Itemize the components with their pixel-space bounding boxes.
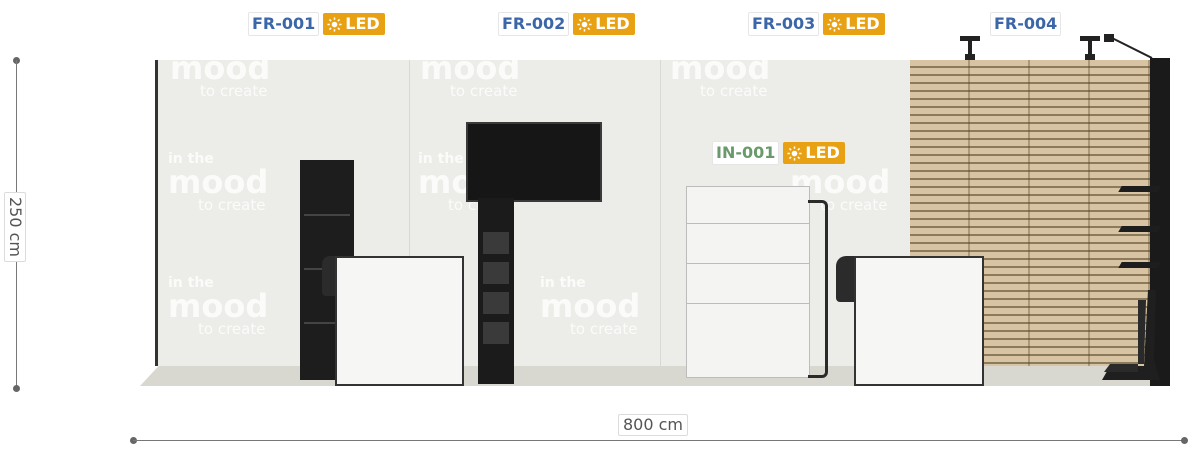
wall-left-edge: [155, 60, 158, 366]
watermark: mood to create: [420, 52, 520, 99]
watermark-to-create: to create: [198, 320, 266, 338]
counter-left: [335, 256, 464, 386]
led-badge: LED: [823, 13, 885, 35]
panel-seam: [409, 60, 410, 366]
code-fr-003: FR-003: [748, 12, 820, 36]
watermark-to-create: to create: [820, 196, 888, 214]
sun-icon: [327, 16, 342, 32]
led-badge: LED: [573, 13, 635, 35]
counter-right: [854, 256, 984, 386]
watermark: mood to create: [170, 52, 270, 99]
watermark-in-the: in the: [168, 275, 214, 291]
width-dimension-line: [133, 440, 1184, 441]
watermark-in-the: in the: [168, 151, 214, 167]
width-label: 800 cm: [618, 414, 689, 436]
panel-seam: [660, 60, 661, 366]
dimension-endpoint: [1181, 437, 1188, 444]
led-badge: LED: [783, 142, 845, 164]
tv-screen: [466, 122, 602, 202]
wall-shelf: [1118, 226, 1162, 232]
watermark-mood: mood: [540, 287, 641, 325]
watermark-mood: mood: [168, 163, 269, 201]
led-text: LED: [595, 14, 630, 33]
brochure-stand: [478, 198, 514, 384]
bar-stool: [836, 256, 856, 302]
dimension-endpoint: [13, 385, 20, 392]
spotlight-icon: [1080, 36, 1100, 60]
watermark-to-create: to create: [570, 320, 638, 338]
label-fr-004: FR-004: [990, 12, 1062, 36]
sun-icon: [827, 16, 842, 32]
watermark-mood: mood: [670, 49, 771, 87]
shelf-cabinet-divider: [304, 322, 350, 324]
code-fr-004: FR-004: [990, 12, 1062, 36]
watermark: in the mood to create: [168, 152, 268, 213]
label-fr-002: FR-002 LED: [498, 12, 635, 36]
watermark-mood: mood: [170, 49, 271, 87]
code-fr-002: FR-002: [498, 12, 570, 36]
wall-shelf: [1118, 262, 1162, 268]
watermark-to-create: to create: [198, 196, 266, 214]
sun-icon: [577, 16, 592, 32]
watermark: in the mood to create: [168, 276, 268, 337]
wood-slat-wall: [910, 60, 1150, 366]
pipe-shelf: [808, 200, 828, 378]
led-text: LED: [345, 14, 380, 33]
code-in-001: IN-001: [712, 141, 780, 165]
spotlight-icon: [960, 36, 980, 60]
watermark-in-the: in the: [540, 275, 586, 291]
sun-icon: [787, 145, 802, 161]
watermark-to-create: to create: [450, 82, 518, 100]
spotlight-icon: [1104, 34, 1153, 59]
watermark-mood: mood: [420, 49, 521, 87]
led-badge: LED: [323, 13, 385, 35]
led-text: LED: [845, 14, 880, 33]
wall-shelf: [1118, 186, 1162, 192]
watermark-to-create: to create: [200, 82, 268, 100]
code-fr-001: FR-001: [248, 12, 320, 36]
watermark-to-create: to create: [700, 82, 768, 100]
label-fr-001: FR-001 LED: [248, 12, 385, 36]
bar-stool: [322, 256, 338, 296]
watermark: in the mood to create: [540, 276, 640, 337]
chairs-stack: [1102, 290, 1160, 380]
floor: [140, 364, 1160, 386]
height-label: 250 cm: [4, 191, 27, 263]
watermark-in-the: in the: [418, 151, 464, 167]
label-fr-003: FR-003 LED: [748, 12, 885, 36]
led-text: LED: [805, 143, 840, 162]
cabinet-in-001: [686, 186, 810, 378]
shelf-cabinet-divider: [304, 214, 350, 216]
watermark: mood to create: [670, 52, 770, 99]
label-in-001: IN-001 LED: [712, 141, 845, 165]
watermark-mood: mood: [168, 287, 269, 325]
